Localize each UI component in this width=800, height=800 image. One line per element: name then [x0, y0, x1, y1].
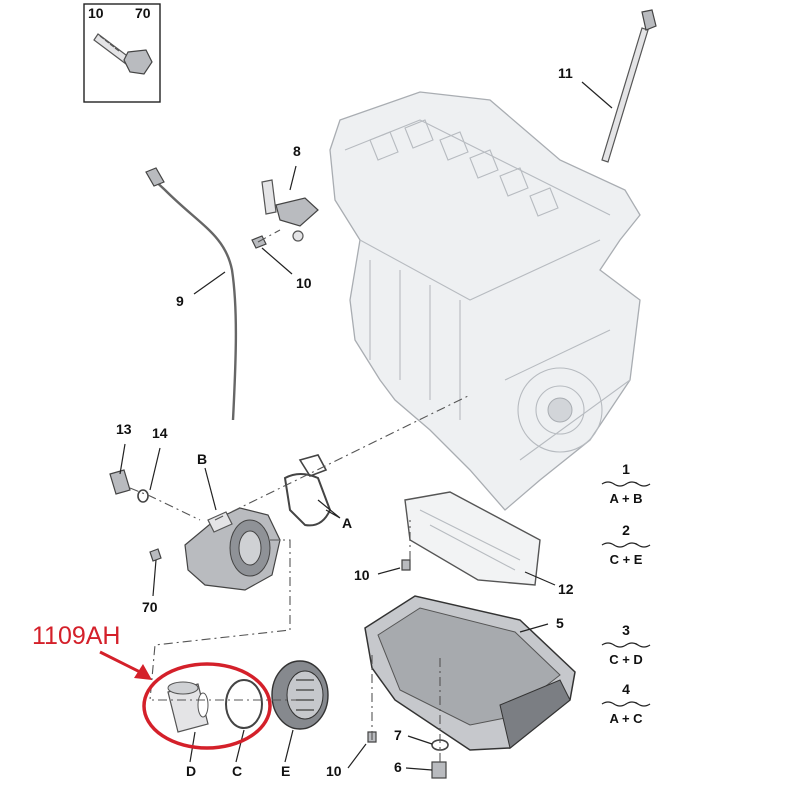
label-11: 11: [558, 65, 573, 81]
label-C: C: [232, 763, 242, 779]
fastener-qty-left: 10: [88, 5, 104, 21]
label-E: E: [281, 763, 290, 779]
kit-3-combo: C + D: [609, 652, 643, 667]
label-10-top: 10: [296, 275, 312, 291]
kit-4-combo: A + C: [609, 711, 643, 726]
kit-4: 4 A + C: [601, 681, 651, 726]
kit-legend: 1 A + B 2 C + E 3 C + D 4 A + C: [601, 461, 651, 726]
label-10-middle: 10: [354, 567, 370, 583]
label-A: A: [342, 515, 352, 531]
label-B: B: [197, 451, 207, 467]
dipstick-tube: [601, 9, 657, 163]
part-labels: 11 8 10 9 13 14 B A 70 10 12 5 D C E 7 6…: [116, 65, 574, 779]
part-number-callout: 1109AH: [32, 622, 272, 750]
kit-4-number: 4: [622, 681, 630, 697]
label-12: 12: [558, 581, 574, 597]
bolt-icon: [93, 33, 153, 75]
dipstick: [145, 167, 238, 421]
o-ring: [225, 679, 263, 729]
housing-gasket: [283, 454, 332, 527]
label-14: 14: [152, 425, 168, 441]
kit-2: 2 C + E: [601, 522, 651, 567]
kit-3-number: 3: [622, 622, 630, 638]
oil-filter-housing: [184, 507, 281, 591]
sensor-bracket: [251, 179, 319, 249]
bolt-10-middle: [401, 559, 411, 571]
label-5: 5: [556, 615, 564, 631]
oil-pan: [364, 595, 576, 751]
label-6: 6: [394, 759, 402, 775]
kit-1: 1 A + B: [601, 461, 651, 506]
label-D: D: [186, 763, 196, 779]
sump-gasket: [404, 491, 541, 586]
fastener-box: 10 70: [83, 3, 161, 103]
label-10-bottom: 10: [326, 763, 342, 779]
kit-1-combo: A + B: [609, 491, 642, 506]
fastener-qty-right: 70: [135, 5, 151, 21]
label-70: 70: [142, 599, 158, 615]
kit-3: 3 C + D: [601, 622, 651, 667]
callout-circle: [142, 662, 272, 750]
oil-pressure-sensor: [109, 469, 149, 503]
assembly-lines: [129, 229, 471, 762]
label-9: 9: [176, 293, 184, 309]
engine-block: [329, 91, 641, 511]
label-7: 7: [394, 727, 402, 743]
bolt-70: [149, 548, 162, 562]
callout-arrowhead: [134, 664, 152, 680]
label-13: 13: [116, 421, 132, 437]
callout-part-number: 1109AH: [32, 622, 121, 650]
label-8: 8: [293, 143, 301, 159]
leader-lines: [119, 81, 613, 771]
oil-filter-cap: [271, 660, 329, 730]
kit-2-number: 2: [622, 522, 630, 538]
kit-1-number: 1: [622, 461, 630, 477]
oil-filter-element: [167, 681, 209, 733]
kit-2-combo: C + E: [610, 552, 643, 567]
